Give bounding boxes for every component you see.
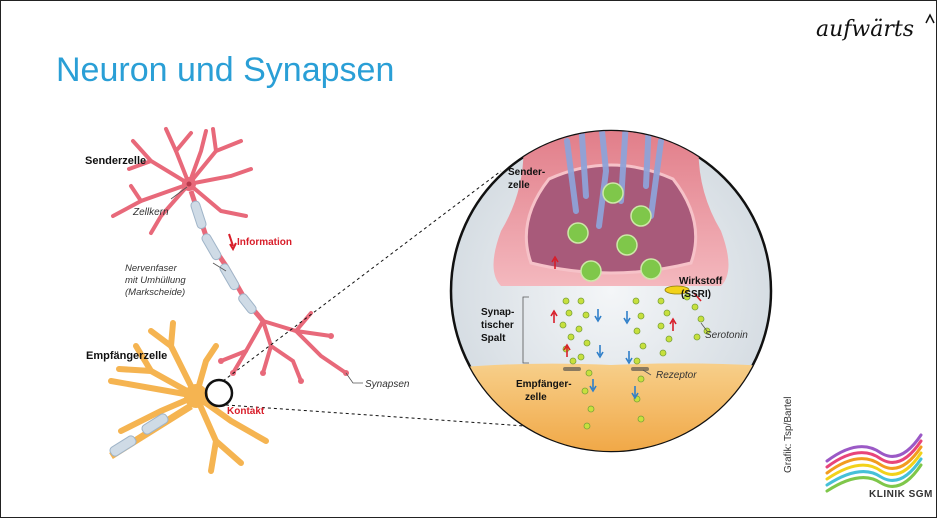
label-spalt-3: Spalt bbox=[481, 333, 506, 344]
label-nervenfaser-1: Nervenfaser bbox=[125, 263, 178, 274]
label-nervenfaser-3: (Markscheide) bbox=[125, 287, 185, 298]
contact-marker bbox=[206, 380, 232, 406]
label-ssri: (SSRI) bbox=[681, 289, 711, 300]
label-serotonin: Serotonin bbox=[705, 330, 748, 341]
graphic-credit: Grafik: Tsp/Bartel bbox=[783, 396, 794, 473]
label-information: Information bbox=[237, 237, 292, 248]
label-empfaenger-zelle-2: zelle bbox=[525, 392, 547, 403]
label-wirkstoff: Wirkstoff bbox=[679, 276, 723, 287]
receiver-neuron bbox=[108, 323, 266, 471]
label-sender-zelle-2: zelle bbox=[508, 180, 530, 191]
label-empfaengerzelle: Empfängerzelle bbox=[86, 350, 167, 362]
brand-caret bbox=[926, 15, 934, 23]
label-empfaenger-zelle-1: Empfänger- bbox=[516, 379, 572, 390]
sender-neuron bbox=[113, 129, 349, 384]
label-nervenfaser-2: mit Umhüllung bbox=[125, 275, 186, 286]
klinik-logo-swoosh bbox=[827, 435, 921, 491]
label-zellkern: Zellkern bbox=[132, 207, 169, 218]
label-sender-zelle-1: Sender- bbox=[508, 167, 545, 178]
label-rezeptor: Rezeptor bbox=[656, 370, 697, 381]
label-spalt-1: Synap- bbox=[481, 307, 514, 318]
label-kontakt: Kontakt bbox=[227, 406, 265, 417]
klinik-logo-text: KLINIK SGM bbox=[869, 489, 933, 500]
label-spalt-2: tischer bbox=[481, 320, 514, 331]
label-senderzelle: Senderzelle bbox=[85, 155, 146, 167]
synapse-zoom: Sender- zelle Wirkstoff (SSRI) Synap- ti… bbox=[441, 121, 781, 461]
cell-nucleus bbox=[187, 182, 192, 187]
label-synapsen: Synapsen bbox=[365, 379, 410, 390]
